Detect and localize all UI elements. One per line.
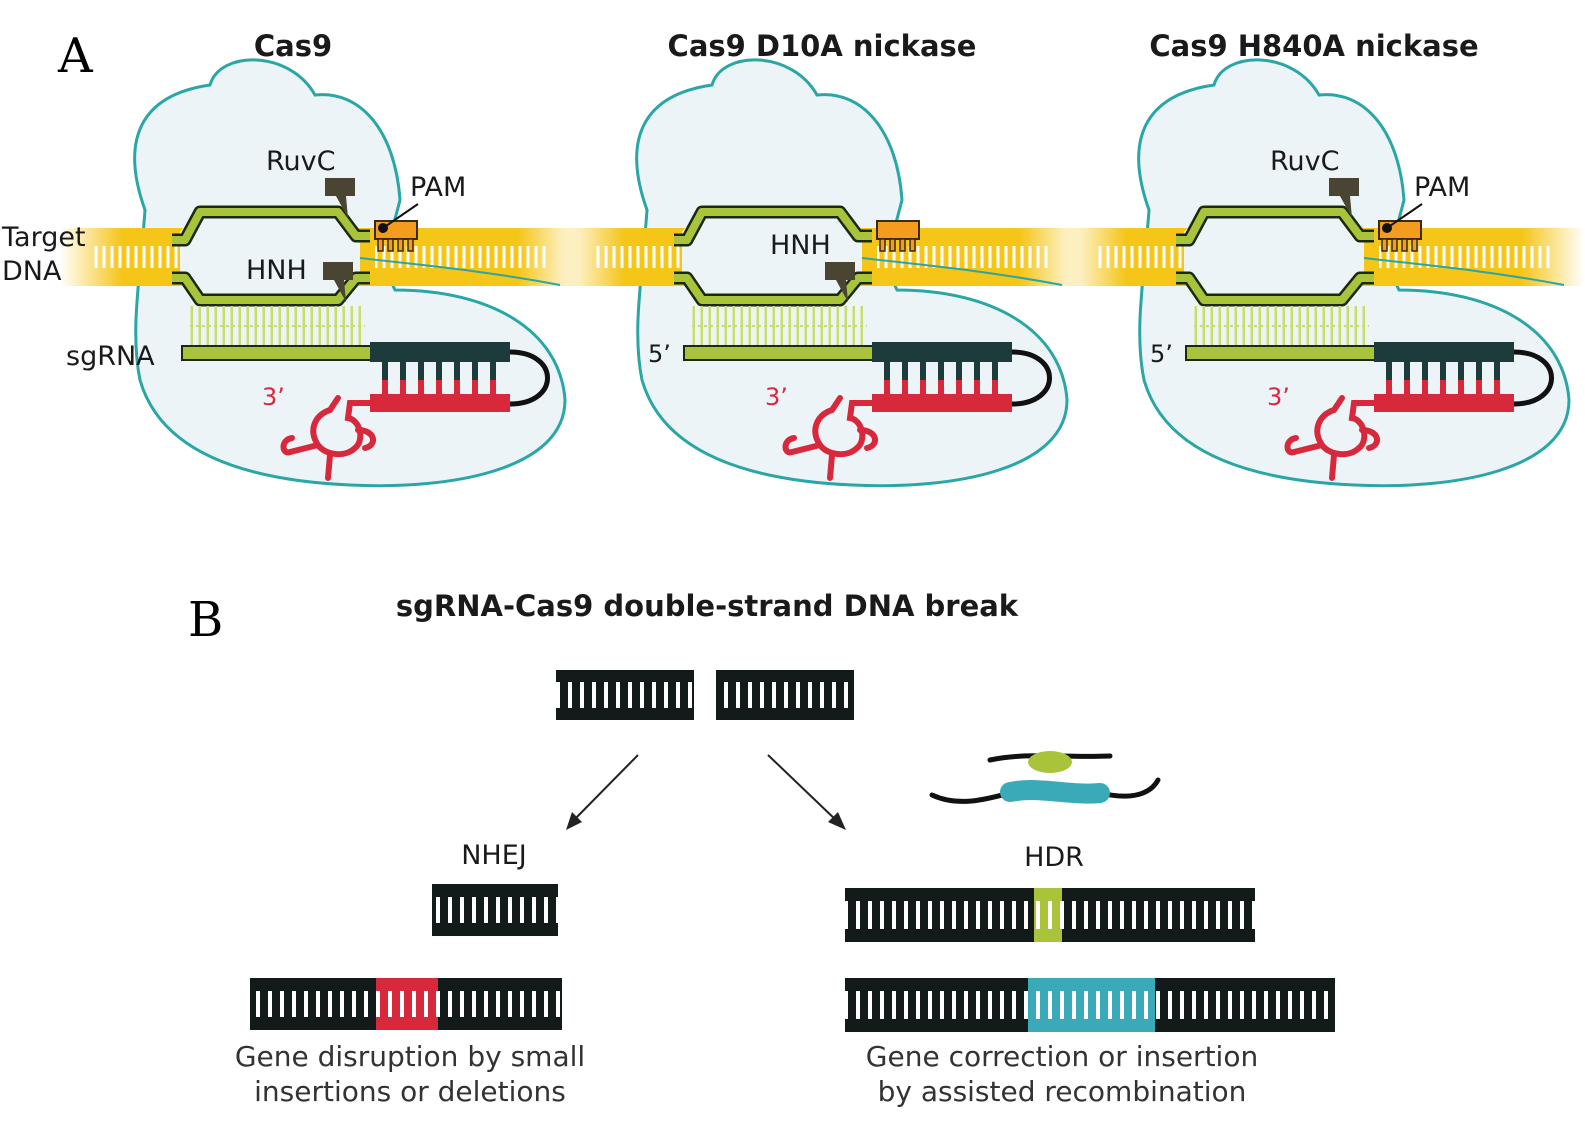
pam-label-h840a: PAM: [1414, 172, 1470, 203]
panel-b-title: sgRNA-Cas9 double-strand DNA break: [396, 589, 1019, 623]
target-dna-label-1: Target: [1, 222, 86, 253]
arrow-to-hdr: [767, 754, 846, 830]
hdr-caption-line2: by assisted recombination: [878, 1075, 1247, 1108]
cas9-complex-h840a: [1064, 60, 1584, 486]
nhej-label: NHEJ: [461, 840, 527, 871]
ruvc-label-h840a: RuvC: [1270, 146, 1340, 177]
sgrna-label: sgRNA: [66, 341, 155, 372]
pam-dot-h840a: [1382, 223, 1392, 233]
five-prime-label-d10a: 5’: [648, 340, 671, 368]
target-dna-label-2: DNA: [2, 256, 62, 287]
title-h840a: Cas9 H840A nickase: [1149, 29, 1478, 63]
cas9-complex-d10a: [562, 60, 1082, 486]
three-prime-label-d10a: 3’: [765, 383, 788, 411]
dna-break-right: [716, 670, 854, 720]
title-d10a: Cas9 D10A nickase: [668, 29, 977, 63]
nhej-indel-dna: [250, 978, 562, 1030]
pam-pointer-h840a: [1386, 203, 1423, 229]
hnh-label-d10a: HNH: [770, 230, 831, 261]
three-prime-label-h840a: 3’: [1267, 383, 1290, 411]
hnh-label-wt: HNH: [246, 255, 307, 286]
pam-dot-wt: [378, 223, 388, 233]
dna-break-left: [556, 670, 694, 720]
hdr-template-dna: [845, 888, 1255, 942]
ruvc-label-wt: RuvC: [266, 146, 336, 177]
nhej-dna: [432, 884, 558, 936]
panel-a-letter: A: [57, 28, 94, 84]
cas9-complex-wt: [60, 60, 580, 486]
arrow-to-nhej: [566, 754, 639, 830]
donor-template: [929, 751, 1161, 804]
hdr-label: HDR: [1024, 842, 1084, 873]
hdr-caption-line1: Gene correction or insertion: [866, 1040, 1258, 1073]
five-prime-label-h840a: 5’: [1150, 340, 1173, 368]
pam-label-wt: PAM: [410, 172, 466, 203]
title-cas9: Cas9: [254, 29, 332, 63]
nhej-caption-line2: insertions or deletions: [254, 1075, 566, 1108]
hdr-insert-dna: [845, 978, 1335, 1032]
three-prime-label-wt: 3’: [262, 383, 285, 411]
pam-pointer-wt: [382, 203, 419, 229]
panel-b-letter: B: [188, 592, 223, 648]
nhej-caption-line1: Gene disruption by small: [235, 1040, 585, 1073]
